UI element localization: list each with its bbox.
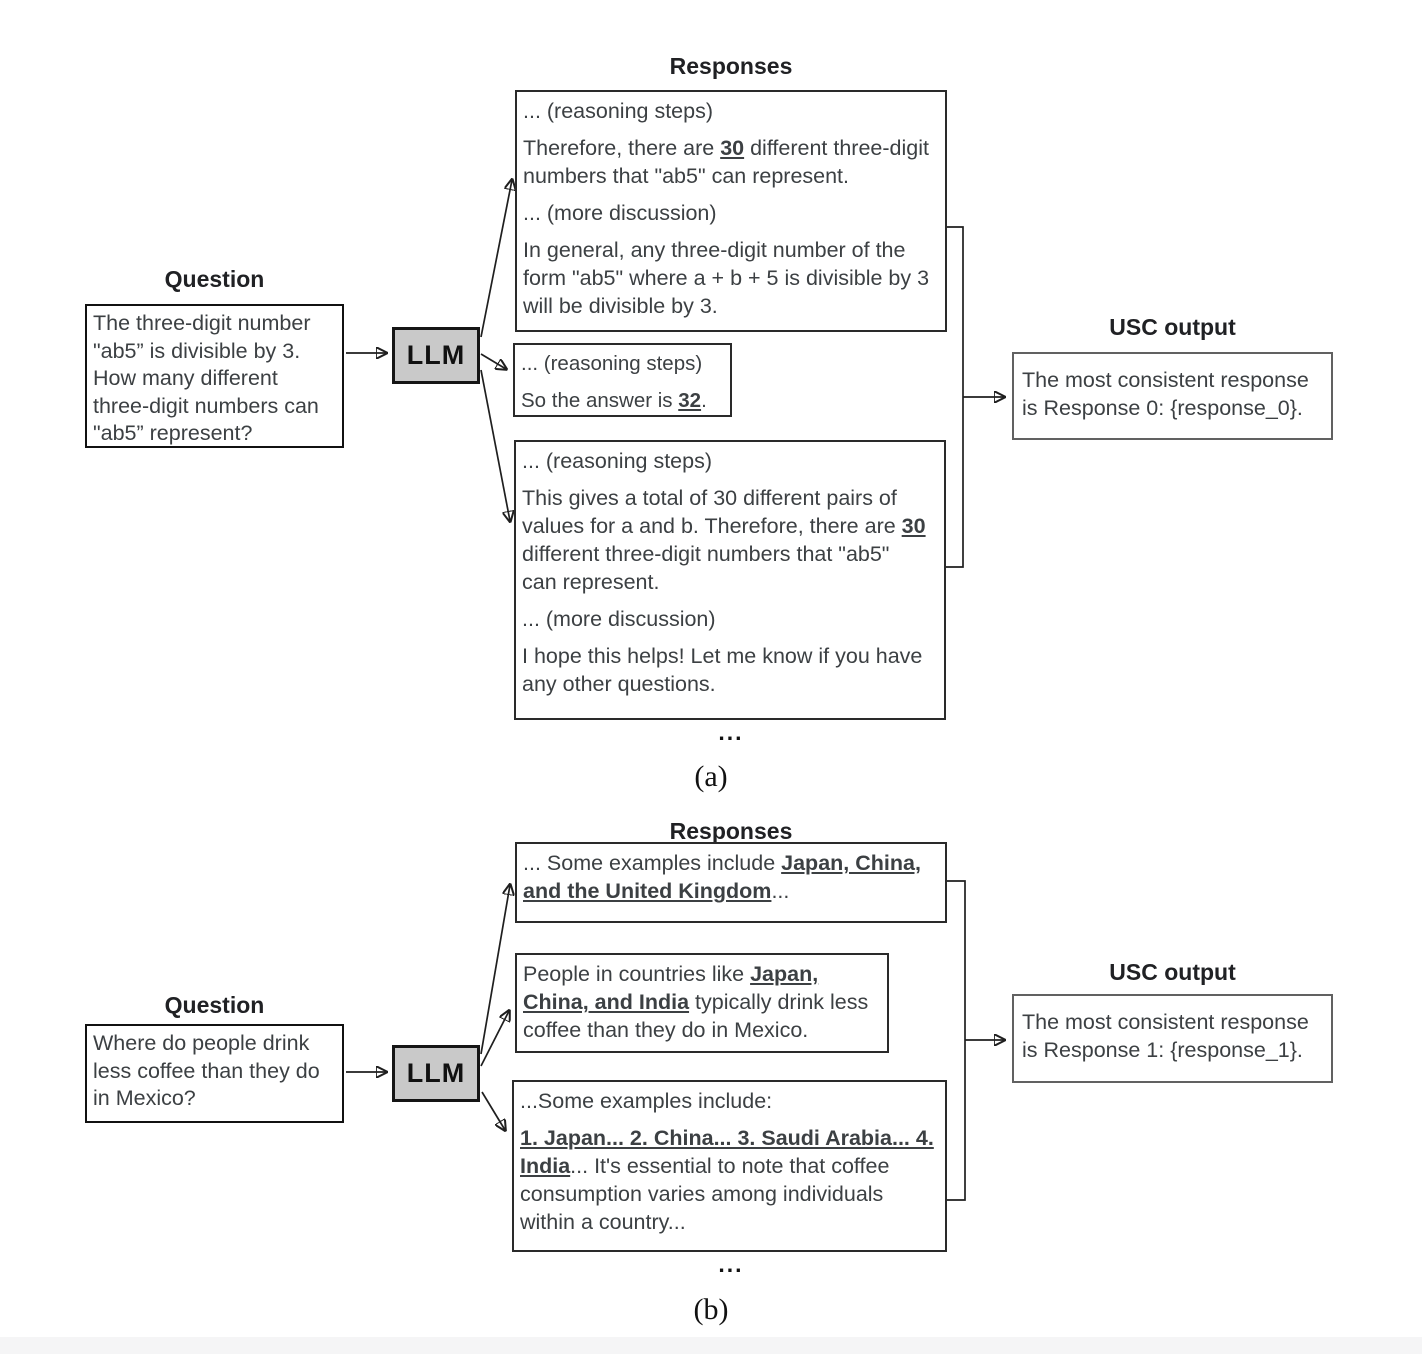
responses-heading-a: Responses xyxy=(669,53,793,79)
response-box-b-0: ... Some examples include Japan, China, … xyxy=(515,842,947,923)
subfigure-caption-b: (b) xyxy=(693,1293,729,1326)
usc-output-heading-a: USC output xyxy=(1109,314,1236,340)
usc-output-heading-b: USC output xyxy=(1109,959,1236,985)
more-responses-ellipsis-a: ... xyxy=(718,719,744,745)
bracket-b xyxy=(946,880,966,1201)
arrow-llm-to-response1-b xyxy=(480,885,510,1055)
question-heading-a: Question xyxy=(164,266,265,292)
bottom-strip xyxy=(0,1337,1422,1354)
response-box-b-1: People in countries like Japan, China, a… xyxy=(515,953,889,1053)
question-heading-b: Question xyxy=(164,992,265,1018)
usc-output-box-b: The most consistent response is Response… xyxy=(1012,994,1333,1083)
more-responses-ellipsis-b: ... xyxy=(718,1251,744,1277)
question-box-b: Where do people drink less coffee than t… xyxy=(85,1024,344,1123)
responses-heading-b: Responses xyxy=(669,818,793,844)
subfigure-caption-a: (a) xyxy=(694,760,728,793)
response-box-a-0: ... (reasoning steps)Therefore, there ar… xyxy=(515,90,947,332)
arrow-llm-to-response2-b xyxy=(480,1011,509,1067)
response-box-a-2: ... (reasoning steps)This gives a total … xyxy=(514,440,946,720)
arrow-llm-to-response3-b xyxy=(481,1091,505,1130)
question-box-a: The three-digit number "ab5” is divisibl… xyxy=(85,304,344,448)
arrow-llm-to-response1-a xyxy=(480,180,512,338)
bracket-a xyxy=(946,226,964,568)
arrow-llm-to-response2-a xyxy=(480,353,506,369)
llm-node-b: LLM xyxy=(392,1045,480,1102)
response-box-a-1: ... (reasoning steps)So the answer is 32… xyxy=(513,343,732,417)
usc-output-box-a: The most consistent response is Response… xyxy=(1012,352,1333,440)
llm-node-a: LLM xyxy=(392,327,480,384)
arrow-llm-to-response3-a xyxy=(480,369,510,521)
response-box-b-2: ...Some examples include:1. Japan... 2. … xyxy=(512,1080,947,1252)
